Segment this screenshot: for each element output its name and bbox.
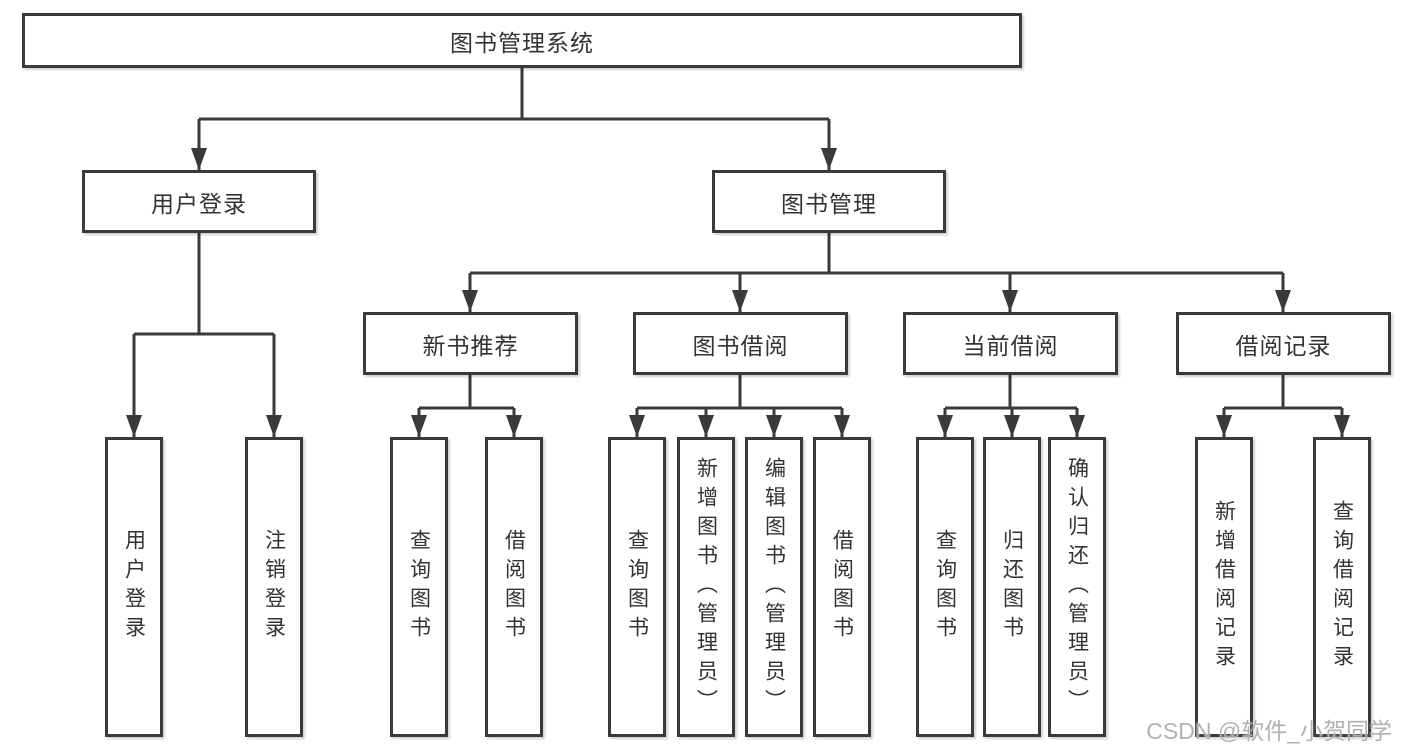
node-new-book-recommendation: 新书推荐 <box>363 312 578 375</box>
node-label: 图书管理 <box>781 190 877 217</box>
leaf-borrow-books: 借阅图书 <box>813 437 871 737</box>
leaf-label: 查询图书 <box>407 529 431 645</box>
node-label: 用户登录 <box>151 190 247 217</box>
leaf-label: 编辑图书（管理员） <box>762 456 786 718</box>
leaf-label: 借阅图书 <box>830 529 854 645</box>
leaf-borrow-books: 借阅图书 <box>485 437 543 737</box>
leaf-query-borrow-record: 查询借阅记录 <box>1313 437 1371 737</box>
leaf-label: 查询图书 <box>933 529 957 645</box>
leaf-add-books-admin: 新增图书（管理员） <box>677 437 735 737</box>
node-book-management: 图书管理 <box>712 170 946 233</box>
leaf-label: 借阅图书 <box>502 529 526 645</box>
leaf-label: 新增借阅记录 <box>1212 500 1236 674</box>
leaf-label: 归还图书 <box>1000 529 1024 645</box>
node-label: 图书借阅 <box>692 332 789 359</box>
leaf-label: 查询图书 <box>625 529 649 645</box>
node-label: 借阅记录 <box>1235 332 1332 359</box>
node-book-borrowing: 图书借阅 <box>633 312 848 375</box>
leaf-edit-books-admin: 编辑图书（管理员） <box>745 437 803 737</box>
node-label: 当前借阅 <box>962 332 1059 359</box>
leaf-label: 用户登录 <box>122 529 146 645</box>
node-current-borrowing: 当前借阅 <box>903 312 1118 375</box>
leaf-label: 确认归还（管理员） <box>1065 456 1089 718</box>
leaf-confirm-return-admin: 确认归还（管理员） <box>1048 437 1106 737</box>
leaf-label: 注销登录 <box>262 529 286 645</box>
leaf-label: 新增图书（管理员） <box>694 456 718 718</box>
leaf-query-books: 查询图书 <box>608 437 666 737</box>
leaf-query-books: 查询图书 <box>390 437 448 737</box>
leaf-label: 查询借阅记录 <box>1330 500 1354 674</box>
node-label: 图书管理系统 <box>450 29 594 56</box>
node-user-login: 用户登录 <box>82 170 316 233</box>
leaf-return-books: 归还图书 <box>983 437 1041 737</box>
leaf-query-books: 查询图书 <box>916 437 974 737</box>
leaf-logout: 注销登录 <box>245 437 303 737</box>
node-label: 新书推荐 <box>422 332 519 359</box>
leaf-user-login: 用户登录 <box>105 437 163 737</box>
node-library-management-system: 图书管理系统 <box>22 13 1022 68</box>
leaf-add-borrow-record: 新增借阅记录 <box>1195 437 1253 737</box>
csdn-watermark: CSDN @软件_小贺同学 <box>1146 718 1392 744</box>
node-borrowing-records: 借阅记录 <box>1176 312 1391 375</box>
